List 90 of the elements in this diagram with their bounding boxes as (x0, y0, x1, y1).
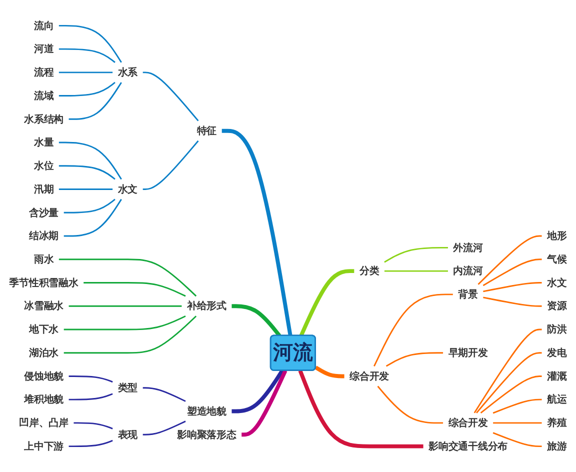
node-text: 表现 (118, 428, 138, 440)
node-text: 灌溉 (547, 370, 567, 382)
connector (68, 393, 113, 400)
node-text: 综合开发 (350, 370, 390, 382)
connector (74, 422, 113, 430)
node-text: 影响聚落形态 (177, 428, 236, 440)
node-text: 补给形式 (186, 300, 226, 312)
connector (58, 258, 197, 297)
connector (493, 422, 542, 424)
node-text: 流域 (34, 90, 54, 102)
node-text: 气候 (547, 253, 567, 266)
connector (483, 296, 542, 307)
node-text: 堆积地貌 (24, 393, 64, 406)
connector (68, 375, 113, 383)
connector (58, 48, 116, 63)
node-text: 防洪 (547, 323, 567, 336)
node-text: 特征 (196, 124, 217, 137)
connector (492, 432, 542, 448)
node-text: 内流河 (453, 264, 483, 277)
connector (474, 328, 542, 414)
connector (68, 305, 182, 307)
node-text: 背景 (458, 288, 478, 300)
node-text: 地形 (547, 230, 567, 242)
connector (68, 82, 122, 120)
connector (58, 165, 116, 180)
node-text: 资源 (547, 300, 567, 312)
connector (482, 258, 542, 286)
node-text: 水量 (34, 136, 54, 148)
connector (299, 269, 354, 337)
node-text: 分类 (359, 264, 380, 277)
connector (64, 198, 122, 237)
connector (58, 24, 122, 63)
connector (478, 235, 542, 285)
node-text: 侵蚀地貌 (24, 370, 64, 382)
connector (242, 370, 288, 437)
node-text: 雨水 (34, 253, 54, 266)
node-text: 冰雪融水 (24, 300, 64, 312)
connector (386, 352, 444, 367)
connector (58, 142, 122, 180)
connector (377, 386, 444, 424)
node-text: 结冰期 (28, 230, 59, 242)
connector (492, 398, 542, 414)
connector (232, 304, 282, 337)
connector (64, 316, 197, 354)
node-text: 水系 (118, 66, 138, 78)
connector (476, 352, 542, 414)
node-text: 流向 (34, 20, 54, 32)
node-text: 湖泊水 (28, 346, 59, 359)
node-text: 水文 (547, 276, 567, 288)
node-text: 流程 (34, 66, 54, 78)
connector (232, 370, 284, 414)
node-text: 早期开发 (448, 346, 488, 359)
node-text: 季节性积雪融水 (9, 276, 78, 288)
connector (84, 282, 186, 297)
node-text: 塑造地貌 (186, 405, 226, 418)
connector (58, 72, 113, 74)
node-text: 水位 (34, 160, 54, 172)
connector (64, 198, 116, 214)
node-text: 河道 (34, 42, 54, 55)
node-text: 水文 (118, 183, 138, 196)
connector (384, 246, 448, 263)
node-text: 旅游 (547, 440, 567, 452)
node-text: 外流河 (453, 242, 483, 254)
connector (480, 375, 542, 414)
connector (298, 370, 424, 448)
node-text: 凹岸、凸岸 (19, 416, 68, 429)
connector (314, 366, 344, 378)
node-text: 地下水 (28, 323, 59, 336)
node-text: 含沙量 (28, 206, 59, 218)
connector (384, 270, 448, 272)
node-text: 上中下游 (24, 440, 64, 452)
connector (142, 72, 199, 122)
connector (142, 140, 199, 190)
connector (483, 282, 542, 292)
connector (68, 440, 113, 448)
connector (374, 294, 453, 366)
node-text: 发电 (547, 346, 567, 359)
connector (142, 420, 186, 436)
connector (142, 387, 186, 402)
connector (64, 315, 186, 330)
node-text: 综合开发 (448, 416, 488, 429)
node-text: 汛期 (34, 183, 54, 196)
node-text: 影响交通干线分布 (428, 440, 508, 452)
node-text: 航运 (547, 393, 567, 406)
connector (222, 128, 292, 336)
connector (58, 188, 113, 190)
connector (58, 82, 116, 96)
node-text: 养殖 (547, 416, 567, 429)
node-text: 类型 (118, 382, 138, 394)
node-text: 水系结构 (24, 113, 64, 125)
